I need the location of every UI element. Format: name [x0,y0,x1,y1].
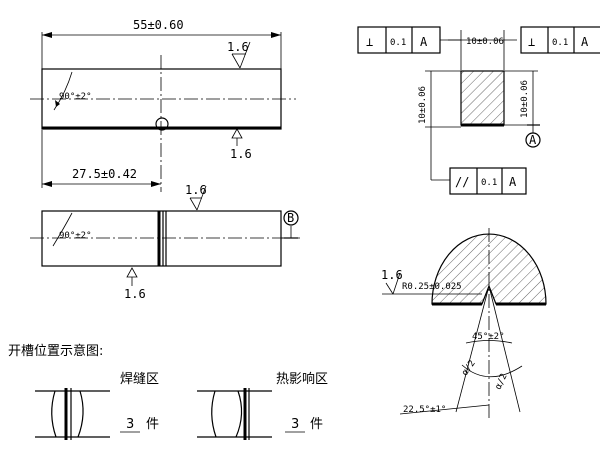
roughness-bottom-symbol [231,128,243,139]
section-square [460,70,505,126]
haz-sketch-fusion-right [235,390,243,438]
roughness-bottom-label: 1.6 [230,147,252,161]
perp-frame-right [520,26,600,54]
cross-section: 10±0.06 ⊥ 0.1 A ⊥ 0.1 A 10±0.06 10± [357,26,600,195]
weld-zone-label: 焊缝区 [120,371,159,387]
roughness-top-symbol [231,53,241,69]
notch-angle-right-line [488,285,521,413]
overall-length-label: 55±0.60 [133,18,184,32]
roughness-top-symbol-stroke [239,41,251,69]
notch-position-legend: 开槽位置示意图: 焊缝区 3 件 热影响区 3 件 [8,343,328,440]
notch-half-section [431,233,547,305]
datum-a-label: A [529,133,537,147]
roughness-top-label: 1.6 [227,40,249,54]
notch-mark-left: α/2 [460,359,478,378]
arrow-right-icon [271,32,281,38]
perp-left-value: 0.1 [390,38,406,48]
arrow-right-icon [151,181,161,187]
bevel-bottom-label: 90°±2° [59,231,92,241]
parallel-value: 0.1 [481,178,497,188]
datum-a-circle [525,132,541,148]
parallel-frame [449,167,527,195]
roughness-front-bottom-symbol [126,267,138,278]
parallel-datum: A [509,175,517,189]
bevel-arc-top [53,71,73,111]
haz-sketch-fusion-left [211,390,217,438]
half-angle-label: 22.5°±1° [403,405,446,415]
bevel-arc-bottom [52,212,73,247]
perp-right-value: 0.1 [552,38,568,48]
weld-sketch-fusion-right [77,390,84,438]
half-length-label: 27.5±0.42 [72,167,137,181]
haz-unit: 件 [310,417,323,432]
notch-position-circle [155,117,169,131]
notch-mark-right: α/2 [494,372,510,391]
weld-sketch-fusion-left [51,390,57,438]
roughness-side-label: 1.6 [185,183,207,197]
front-view: 90°±2° 1.6 1.6 B [30,183,300,301]
perp-left-symbol: ⊥ [366,35,373,49]
cs-height-right-label: 10±0.06 [520,80,530,118]
roughness-side-symbol [189,197,198,211]
weld-count: 3 [126,417,134,432]
roughness-root-label: 1.6 [381,268,403,282]
perp-left-datum: A [420,35,428,49]
legend-title: 开槽位置示意图: [8,343,103,359]
perp-right-symbol: ⊥ [528,35,535,49]
datum-b-circle [283,210,299,226]
bar-front-outline [41,210,282,267]
notch-angle-arc [465,340,513,344]
half-angle-leader [399,404,490,415]
arrow-left-icon [42,32,52,38]
haz-count: 3 [291,417,299,432]
perp-right-datum: A [581,35,589,49]
root-radius-label: R0.25±0.025 [402,282,462,292]
notch-detail: 1.6 R0.25±0.025 45°±2° α/2 α/2 22.5°±1° [381,228,547,418]
weld-unit: 件 [146,417,159,432]
roughness-root-symbol [385,282,394,295]
bevel-arrow-icon [55,100,60,107]
top-view: 55±0.60 90°±2° 1.6 1.6 27.5±0.42 [30,18,296,192]
roughness-root-symbol-stroke [392,272,401,295]
datum-b-label: B [287,211,294,225]
cs-height-left-label: 10±0.06 [418,86,428,124]
parallel-symbol: // [455,175,469,189]
half-angle-arc [461,364,523,378]
bevel-top-label: 90°±2° [59,92,92,102]
haz-zone-label: 热影响区 [276,371,328,387]
notch-angle-left-line [455,285,490,413]
arrow-left-icon [42,181,52,187]
cs-width-label: 10±0.06 [466,37,504,47]
roughness-front-bottom-label: 1.6 [124,287,146,301]
notch-angle-label: 45°±2° [472,332,505,342]
